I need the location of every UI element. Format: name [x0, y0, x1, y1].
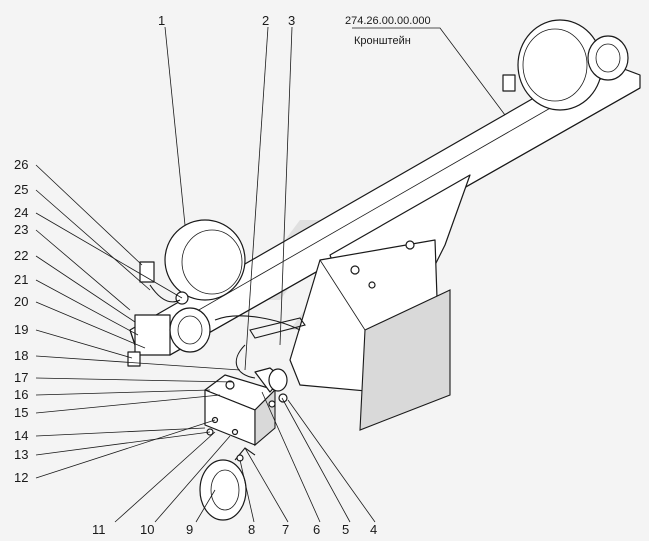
callout-25: 25: [14, 182, 28, 197]
callout-7: 7: [282, 522, 289, 537]
callout-17: 17: [14, 370, 28, 385]
callout-19: 19: [14, 322, 28, 337]
callout-14: 14: [14, 428, 28, 443]
wiring-harness: [149, 284, 306, 379]
callout-15: 15: [14, 405, 28, 420]
callout-16: 16: [14, 387, 28, 402]
leader-lines: [35, 26, 506, 523]
callout-18: 18: [14, 348, 28, 363]
callout-10: 10: [140, 522, 154, 537]
callout-1: 1: [158, 13, 165, 28]
callout-3: 3: [288, 13, 295, 28]
callout-2: 2: [262, 13, 269, 28]
callout-8: 8: [248, 522, 255, 537]
callout-21: 21: [14, 272, 28, 287]
callout-5: 5: [342, 522, 349, 537]
callout-11: 11: [92, 522, 106, 537]
callout-13: 13: [14, 447, 28, 462]
connector-socket: [254, 367, 288, 408]
callout-24: 24: [14, 205, 28, 220]
callout-9: 9: [186, 522, 193, 537]
drawing-code: 274.26.00.00.000: [345, 15, 431, 27]
callout-6: 6: [313, 522, 320, 537]
side-marker-lamp: [127, 261, 211, 367]
callout-4: 4: [370, 522, 377, 537]
mounting-housing: [289, 174, 471, 431]
callout-23: 23: [14, 222, 28, 237]
callout-22: 22: [14, 248, 28, 263]
callout-12: 12: [14, 470, 28, 485]
drawing-title: Кронштейн: [354, 35, 411, 47]
callout-20: 20: [14, 294, 28, 309]
callout-26: 26: [14, 157, 28, 172]
rear-lamp-near: [164, 219, 246, 301]
horn: [199, 447, 256, 521]
rear-lamp-far: [502, 19, 629, 111]
